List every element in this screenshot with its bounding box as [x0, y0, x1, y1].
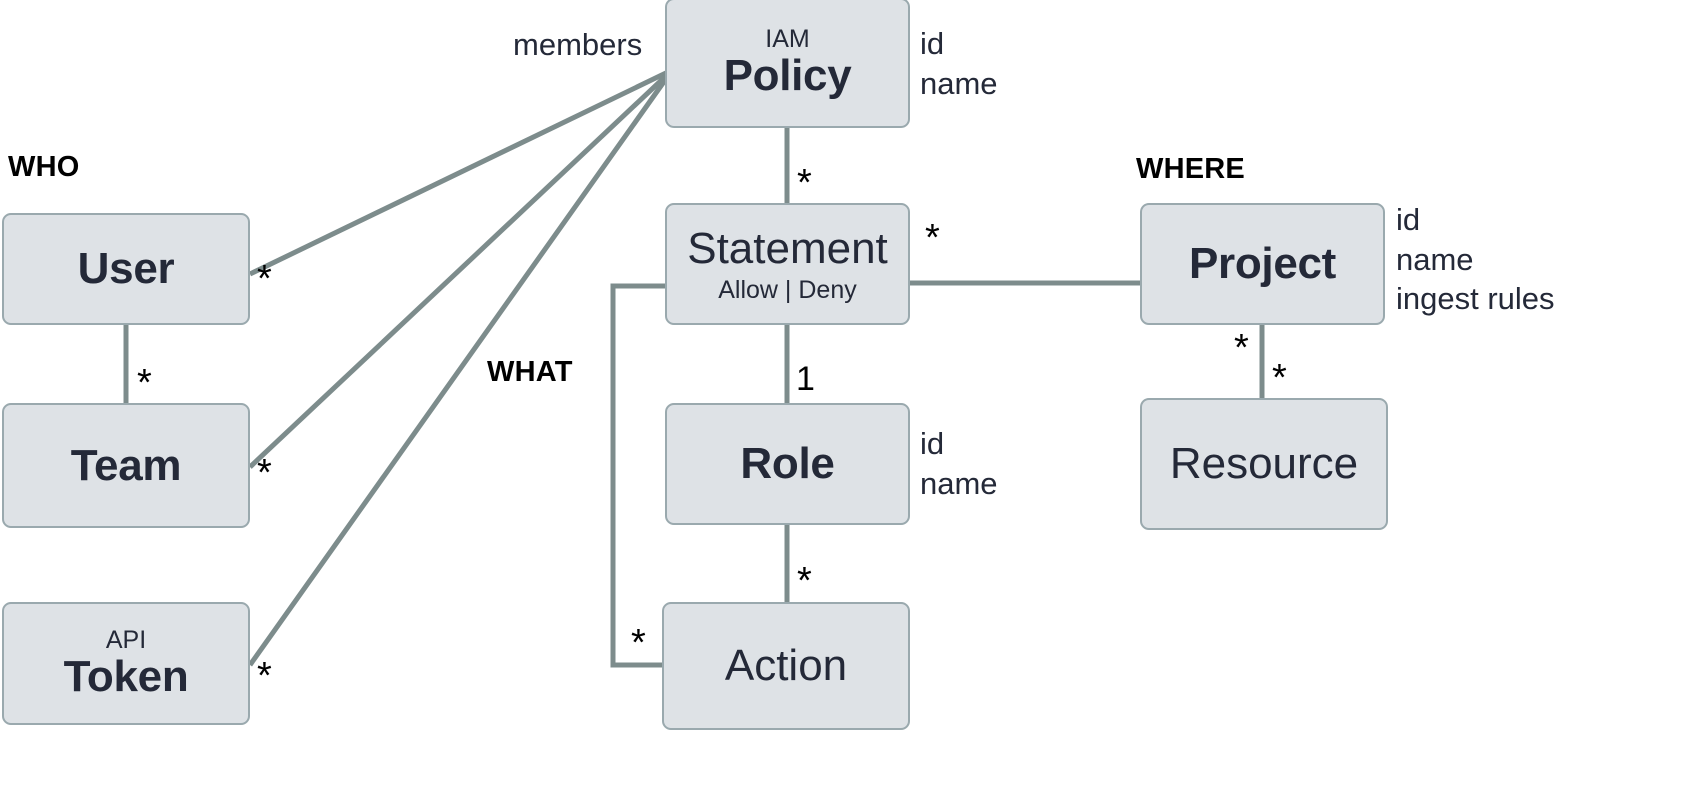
node-iam-policy[interactable]: IAM Policy [665, 0, 910, 128]
attributes-policy: id name [920, 26, 998, 101]
node-user[interactable]: User [2, 213, 250, 325]
node-resource-title: Resource [1169, 439, 1359, 489]
node-team[interactable]: Team [2, 403, 250, 528]
node-api-token-title: Token [63, 651, 189, 701]
node-user-title: User [77, 244, 175, 294]
group-label-what: WHAT [487, 356, 573, 388]
multiplicity-token-policy: * [257, 655, 272, 697]
node-api-token[interactable]: API Token [2, 602, 250, 725]
node-statement-effect: Allow | Deny [718, 275, 857, 304]
multiplicity-resource-project: * [1272, 357, 1287, 399]
multiplicity-project-resource: * [1234, 327, 1249, 369]
node-statement[interactable]: Statement Allow | Deny [665, 203, 910, 325]
node-iam-policy-title: Policy [723, 51, 852, 101]
edge-user-policy [248, 69, 670, 277]
node-project[interactable]: Project [1140, 203, 1385, 325]
multiplicity-statement-action: * [631, 622, 646, 664]
node-project-title: Project [1188, 239, 1337, 289]
multiplicity-statement-project: * [925, 217, 940, 259]
relationship-label-members: members [513, 27, 643, 62]
multiplicity-statement-role: 1 [796, 360, 815, 398]
edge-statement-action [610, 283, 665, 668]
multiplicity-policy-statement: * [797, 162, 812, 204]
attributes-role: id name [920, 426, 998, 501]
multiplicity-user-policy: * [257, 258, 272, 300]
group-label-where: WHERE [1136, 153, 1245, 185]
edge-team-policy [248, 72, 670, 469]
edge-token-policy [247, 74, 671, 667]
group-label-who: WHO [8, 151, 80, 183]
node-api-token-prefix: API [105, 625, 147, 654]
node-action[interactable]: Action [662, 602, 910, 730]
node-resource[interactable]: Resource [1140, 398, 1388, 530]
multiplicity-user-team: * [137, 362, 152, 404]
node-action-title: Action [724, 641, 848, 691]
node-statement-title: Statement [687, 224, 888, 274]
attributes-project: id name ingest rules [1396, 202, 1555, 317]
multiplicity-role-action: * [797, 560, 812, 602]
node-role[interactable]: Role [665, 403, 910, 525]
node-iam-policy-prefix: IAM [765, 25, 810, 54]
node-role-title: Role [740, 439, 835, 489]
multiplicity-team-policy: * [257, 452, 272, 494]
node-team-title: Team [70, 440, 182, 490]
